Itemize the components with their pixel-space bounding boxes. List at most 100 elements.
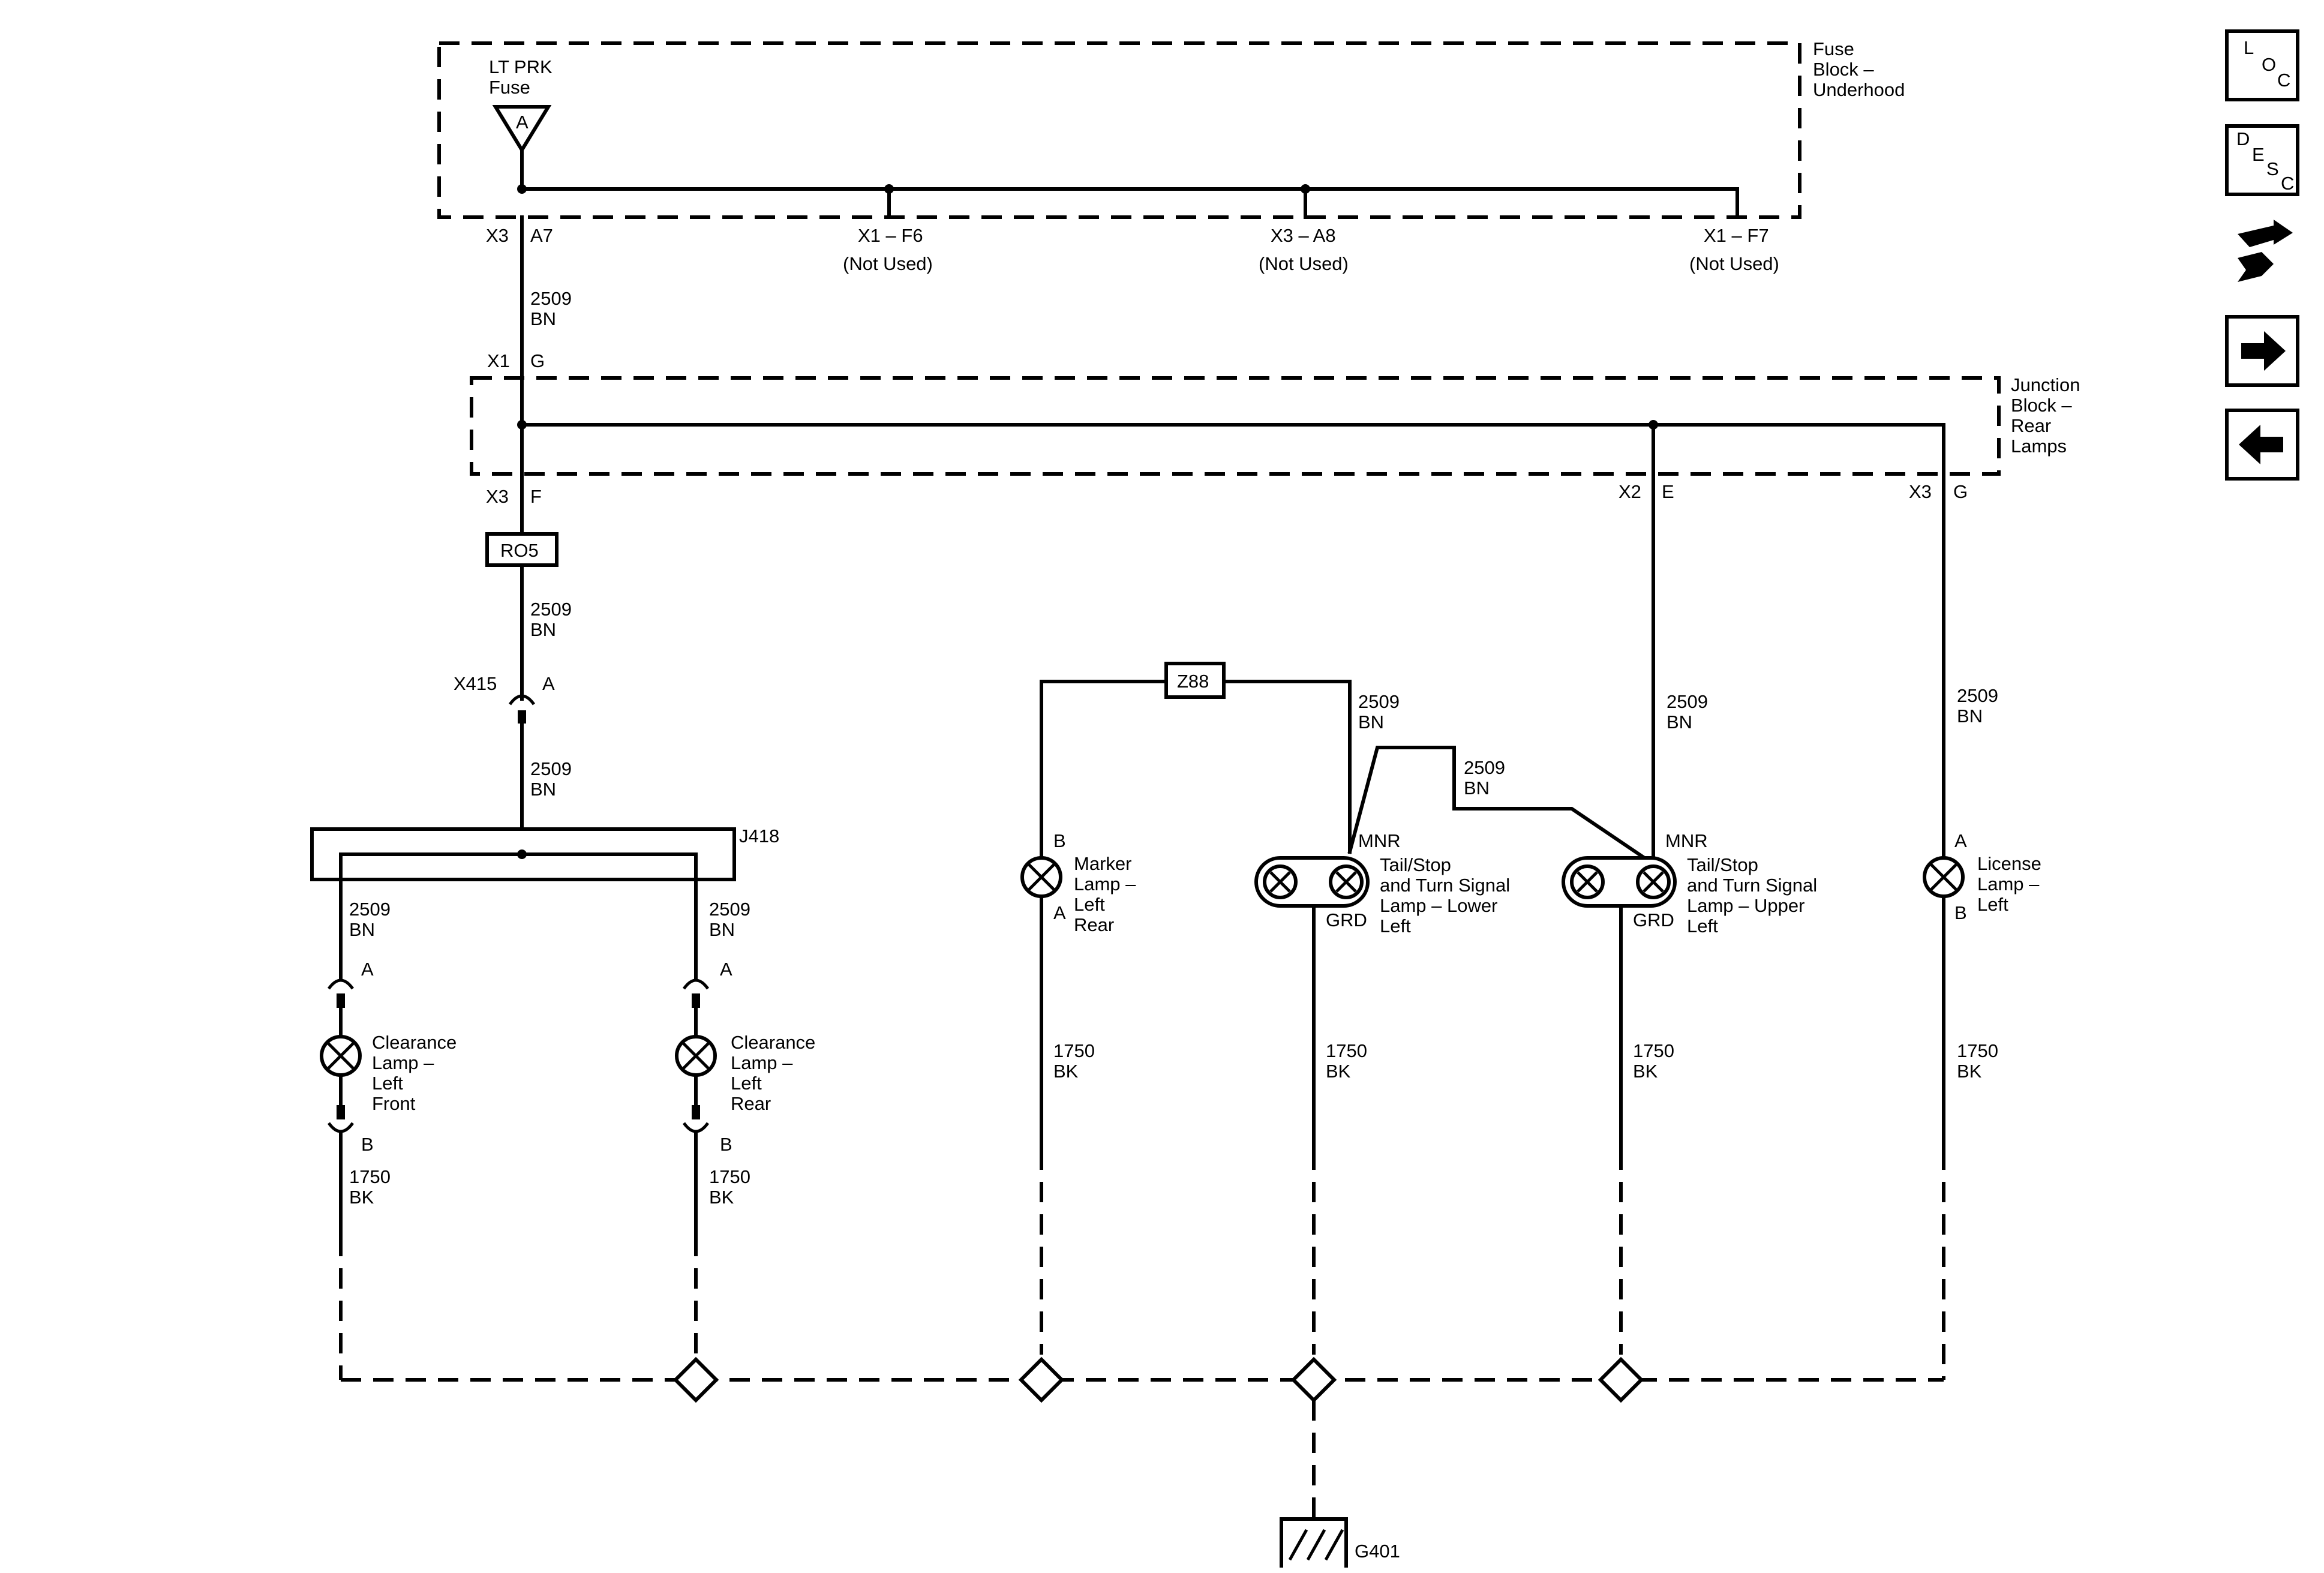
- junction-title-line-2: Block –: [2011, 395, 2072, 416]
- junction-title-line-4: Lamps: [2011, 436, 2067, 457]
- grd-label: GRD: [1326, 909, 1367, 930]
- lamp-bulb-icon: [320, 1035, 362, 1077]
- pin-a-label: A: [720, 959, 732, 980]
- pin-b-label: B: [720, 1134, 732, 1155]
- marker-lamp-label-1: Marker: [1074, 853, 1131, 874]
- loc-button[interactable]: L O C: [2225, 29, 2299, 101]
- wire-circuit-label: 2509: [1464, 757, 1505, 778]
- marker-lamp-label-3: Left: [1074, 894, 1105, 915]
- fuse-tap-x1-f6: X1 – F6: [858, 225, 923, 246]
- junction-pin-g-out: G: [1953, 481, 1968, 502]
- junction-pin-f: F: [530, 486, 542, 507]
- wire-color-label: BK: [1326, 1061, 1351, 1082]
- clearance-rear-label-4: Rear: [731, 1093, 771, 1114]
- grd-label: GRD: [1633, 909, 1674, 930]
- fuse-block-title-line-3: Underhood: [1813, 79, 1905, 100]
- clearance-front-label-4: Front: [372, 1093, 416, 1114]
- desc-button[interactable]: D E S C: [2225, 124, 2299, 196]
- wire-color-label: BN: [709, 919, 735, 940]
- fuse-triangle-icon: [492, 105, 552, 154]
- wire-color-label: BK: [349, 1187, 374, 1208]
- wire-color-label: BN: [349, 919, 375, 940]
- tail-lower-label-2: and Turn Signal: [1380, 875, 1510, 896]
- pin-a-label: A: [1053, 902, 1066, 923]
- not-used-label: (Not Used): [1689, 253, 1779, 274]
- lamp-bulb-icon: [675, 1035, 717, 1077]
- license-lamp-label-2: Lamp –: [1977, 873, 2040, 894]
- wire-circuit-label: 2509: [349, 899, 391, 920]
- junction-pin-e: E: [1662, 481, 1674, 502]
- tail-upper-label-4: Left: [1687, 915, 1718, 936]
- wire-circuit-label: 2509: [709, 899, 750, 920]
- previous-arrow-icon: [2239, 425, 2283, 464]
- junction-block-rear-lamps: Junction Block – Rear Lamps: [470, 374, 2080, 476]
- tail-upper-label-2: and Turn Signal: [1687, 875, 1817, 896]
- z88-box: [1164, 662, 1226, 699]
- wire-circuit-label: 2509: [1957, 685, 1998, 706]
- j418-splice-pack: J418: [310, 825, 779, 881]
- connector-icon: [2238, 220, 2293, 282]
- desc-letter-c: C: [2281, 173, 2294, 194]
- tail-lower-label-4: Left: [1380, 915, 1411, 936]
- junction-connector-x1: X1: [487, 350, 510, 371]
- junction-connector-x2: X2: [1619, 481, 1641, 502]
- wire-circuit-label: 1750: [1633, 1040, 1674, 1061]
- wire-circuit-label: 2509: [1358, 691, 1400, 712]
- pin-b-label: B: [1053, 830, 1066, 851]
- x415-connector: X415 A: [454, 673, 555, 724]
- pin-b-label: B: [1954, 902, 1967, 923]
- next-arrow-icon: [2241, 331, 2286, 371]
- fuse-name-line-1: LT PRK: [489, 56, 553, 77]
- mnr-label: MNR: [1358, 830, 1401, 851]
- fuse-pin-a7: A7: [530, 225, 553, 246]
- fuse-name-line-2: Fuse: [489, 77, 530, 98]
- clearance-front-label-1: Clearance: [372, 1032, 457, 1053]
- fuse-tap-x3-a8: X3 – A8: [1271, 225, 1336, 246]
- fuse-block-title-line-1: Fuse: [1813, 38, 1854, 59]
- r05-label: RO5: [500, 540, 539, 561]
- junction-title-line-1: Junction: [2011, 374, 2080, 395]
- clearance-rear-label-2: Lamp –: [731, 1052, 793, 1073]
- loc-letter-o: O: [2262, 54, 2276, 75]
- lamp-bulb-icon: [1923, 856, 1965, 898]
- j418-label: J418: [739, 825, 779, 846]
- wire-color-label: BN: [1667, 712, 1692, 733]
- marker-lamp-label-2: Lamp –: [1074, 873, 1136, 894]
- wire-color-label: BN: [530, 779, 556, 800]
- pin-b-label: B: [361, 1134, 374, 1155]
- next-page-button[interactable]: [2225, 315, 2299, 387]
- license-lamp-label-1: License: [1977, 853, 2041, 874]
- junction-connector-x3: X3: [486, 486, 509, 507]
- wire-color-label: BK: [1957, 1061, 1982, 1082]
- not-used-label: (Not Used): [1259, 253, 1349, 274]
- x415-pin-label: A: [542, 673, 555, 694]
- clearance-rear-label-1: Clearance: [731, 1032, 815, 1053]
- tail-lower-label-1: Tail/Stop: [1380, 854, 1451, 875]
- z88-label: Z88: [1177, 671, 1209, 692]
- dual-filament-lamp-icon: [1562, 856, 1677, 908]
- wire-circuit-label: 1750: [1326, 1040, 1367, 1061]
- wire-color-label: BK: [1633, 1061, 1658, 1082]
- loc-letter-c: C: [2277, 70, 2290, 91]
- pin-a-label: A: [1954, 830, 1967, 851]
- ground-symbol-icon: [1280, 1517, 1348, 1568]
- fuse-connector-x3: X3: [486, 225, 509, 246]
- tail-upper-label-1: Tail/Stop: [1687, 854, 1758, 875]
- wire-circuit-label: 1750: [349, 1166, 391, 1187]
- junction-title-line-3: Rear: [2011, 415, 2051, 436]
- connector-button[interactable]: [2238, 220, 2293, 282]
- desc-letter-e: E: [2252, 144, 2265, 165]
- dual-filament-lamp-icon: [1254, 856, 1370, 908]
- pin-a-label: A: [361, 959, 374, 980]
- splice-diamond-icon: [672, 1356, 1644, 1403]
- loc-letter-l: L: [2244, 37, 2254, 58]
- wire-circuit-label: 2509: [530, 599, 572, 620]
- wire-color-label: BN: [530, 619, 556, 640]
- wire-circuit-label: 1750: [709, 1166, 750, 1187]
- wire-color-label: BK: [709, 1187, 734, 1208]
- wire-color-label: BN: [1358, 712, 1384, 733]
- desc-letter-d: D: [2236, 128, 2250, 149]
- previous-page-button[interactable]: [2225, 409, 2299, 481]
- license-lamp-label-3: Left: [1977, 894, 2008, 915]
